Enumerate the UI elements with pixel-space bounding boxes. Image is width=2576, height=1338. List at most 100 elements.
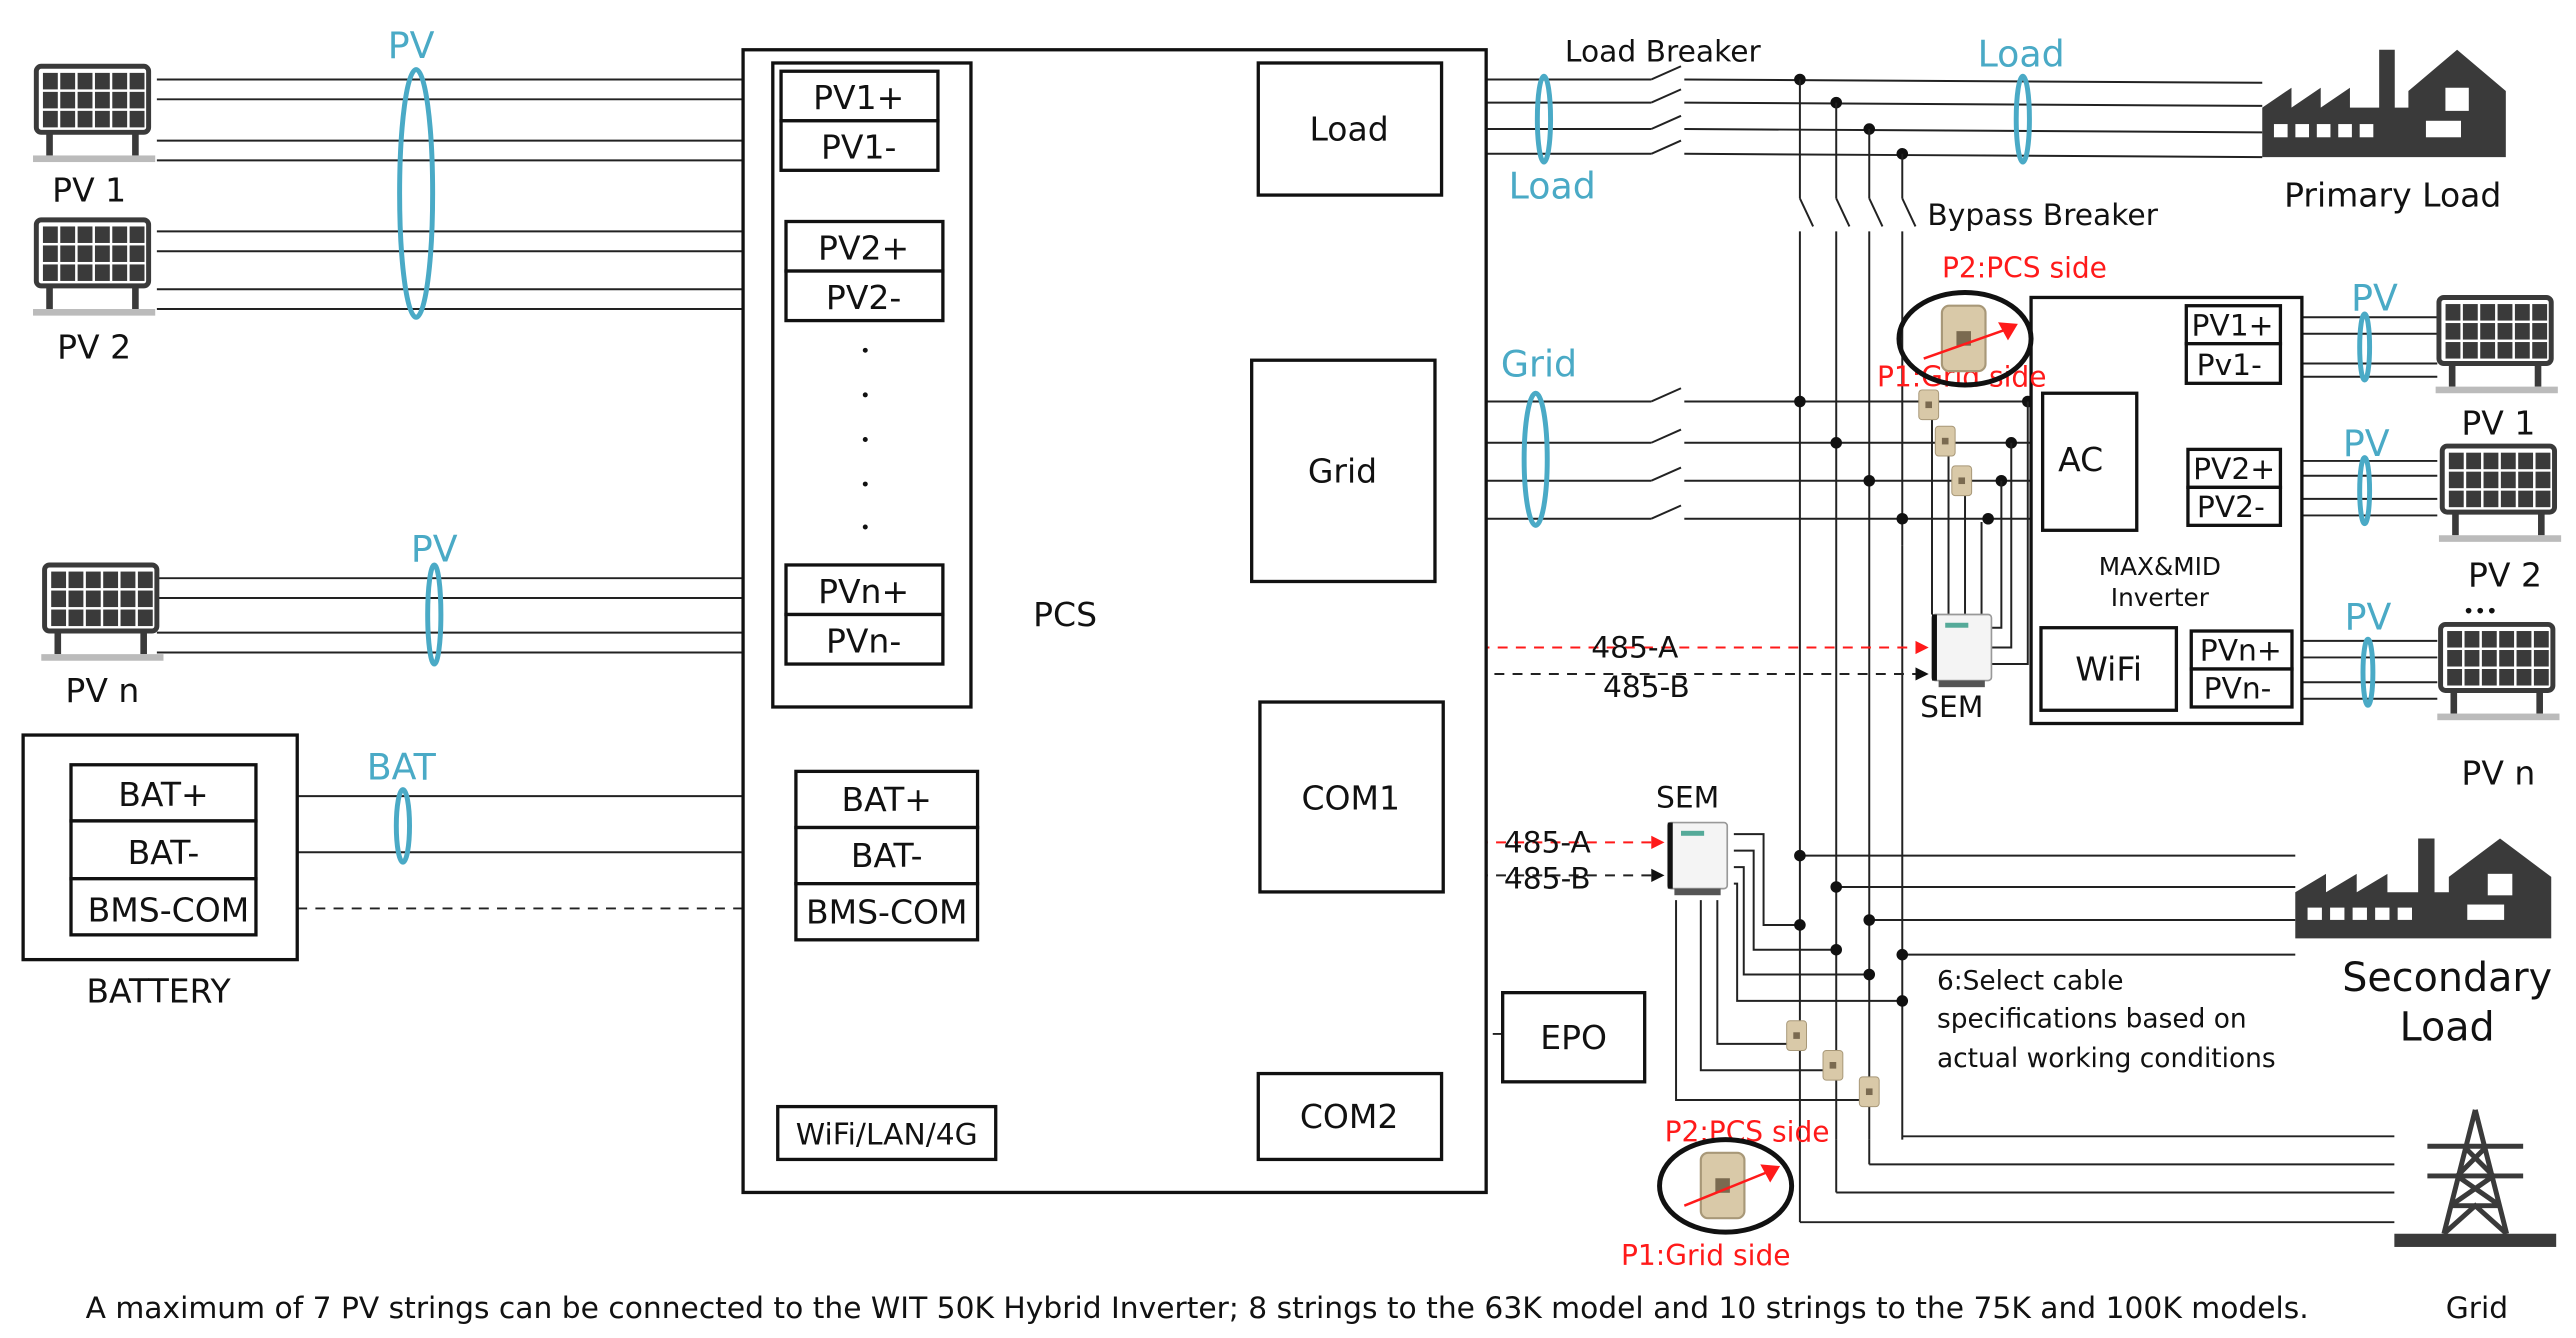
panel-cell [103, 590, 119, 608]
ct-hole [1829, 1062, 1837, 1069]
current-transformer-icon [1822, 1049, 1844, 1081]
panel-cell [77, 264, 93, 281]
solar-panel-icon [2435, 294, 2558, 394]
svg-text:PVn+: PVn+ [818, 572, 909, 611]
pcs-pvn-plus: PVn+ [784, 563, 945, 617]
cable-bundle-ring [2357, 311, 2373, 383]
panel-cell [2499, 669, 2515, 686]
current-transformer-icon [1951, 465, 1973, 497]
wire [1901, 197, 1917, 227]
ct-direction-arrow [1923, 327, 2009, 360]
sem-bottom-label: SEM [1656, 781, 1719, 816]
wire [1684, 101, 2263, 107]
panel-cell [103, 609, 119, 627]
pcs-pvn-minus: PVn- [784, 612, 945, 666]
current-transformer-icon [1699, 1151, 1746, 1220]
bat-bundle-label: BAT [367, 746, 437, 789]
wire [1733, 866, 1870, 976]
inverter-wifi: WiFi [2039, 626, 2179, 712]
panel-cell [94, 245, 110, 262]
wire [1989, 480, 2003, 629]
cable-bundle-ring [2357, 455, 2373, 527]
panel-cell [42, 72, 58, 90]
wire [1650, 504, 1682, 520]
inv-pv-label-1: PV [2351, 277, 2398, 320]
factory-window [2352, 907, 2367, 920]
junction-dot [1830, 436, 1843, 449]
panel-leg [2534, 363, 2542, 387]
factory-window [2338, 124, 2352, 138]
pcs-pv2-plus: PV2+ [784, 219, 945, 273]
panel-cell [42, 245, 58, 262]
secondary-load-label-1: Secondary [2342, 955, 2552, 1001]
smart-energy-meter-icon [1931, 613, 1993, 688]
panel-cell [77, 91, 93, 109]
meter-logo [1681, 830, 1705, 836]
ct-bottom-p1-label: P1:Grid side [1621, 1239, 1791, 1272]
factory-window [2295, 124, 2310, 138]
bypass-breaker-label: Bypass Breaker [1927, 198, 2158, 233]
wire [1989, 401, 2029, 666]
panel-leg [132, 132, 139, 156]
right-pv2-label: PV 2 [2468, 555, 2542, 594]
panel-cell [2447, 631, 2463, 648]
cable-bundle-ring [393, 787, 412, 865]
panel-leg [2452, 512, 2459, 536]
inverter-ac-port: AC [2040, 391, 2139, 532]
cable-bundle-ring [2013, 73, 2032, 165]
pcs-pv1-plus: PV1+ [779, 69, 940, 123]
panel-cell [112, 110, 128, 128]
pcs-com1-port: COM1 [1258, 700, 1445, 894]
panel-cell [2518, 471, 2534, 489]
pcs-pv2-minus: PV2- [784, 269, 945, 323]
junction-dot [1830, 943, 1843, 956]
panel-cell [2445, 304, 2461, 321]
panel-cell [2535, 452, 2551, 470]
panel-cell [137, 590, 153, 608]
panel-base [2437, 713, 2560, 721]
inverter-name-1: MAX&MID [2099, 552, 2221, 581]
panel-cell [120, 609, 136, 627]
panel-leg [2538, 512, 2545, 536]
current-transformer-icon [1934, 425, 1956, 457]
wire [1989, 442, 2013, 649]
panel-cell [112, 72, 128, 90]
rs485-a-top: 485-A [1591, 630, 1679, 665]
panel-cell [2448, 490, 2464, 508]
current-transformer-icon [1858, 1076, 1880, 1108]
pcs-bat-plus: BAT+ [794, 769, 980, 830]
panel-cell [2518, 452, 2534, 470]
house-window [2425, 120, 2462, 138]
factory-window [2375, 907, 2390, 920]
panel-cell [42, 110, 58, 128]
pcs-epo-port: EPO [1501, 991, 1647, 1084]
panel-cell [2497, 342, 2513, 359]
smart-energy-meter-icon [1666, 821, 1729, 896]
secondary-load-label-2: Load [2400, 1005, 2495, 1051]
panel-cell [2483, 471, 2499, 489]
meter-terminals [1938, 680, 1985, 688]
inv-pv1-plus: PV1+ [2184, 304, 2283, 346]
left-pv1-label: PV 1 [52, 171, 126, 210]
panel-cell [2466, 452, 2482, 470]
factory-window [2316, 124, 2331, 138]
wire [1684, 152, 2263, 159]
svg-text:BAT-: BAT- [851, 836, 923, 875]
panel-cell [77, 226, 93, 243]
inv-pv-label-2: PV [2343, 422, 2390, 465]
cable-bundle-ring [1521, 390, 1550, 528]
inv-pv2-plus: PV2+ [2186, 447, 2283, 490]
panel-cell [129, 72, 145, 90]
panel-cell [42, 264, 58, 281]
panel-cell [120, 571, 136, 589]
panel-cell [60, 110, 76, 128]
ct-hole [1925, 401, 1932, 409]
wire [1650, 387, 1682, 403]
inv-pv-label-n: PV [2345, 595, 2392, 638]
wires [156, 65, 2438, 1224]
svg-text:PV1+: PV1+ [813, 78, 904, 117]
panel-cell [85, 571, 101, 589]
panel-cell [2464, 669, 2480, 686]
panel-cell [2516, 650, 2532, 667]
load-bundle-right-label: Load [1978, 32, 2065, 75]
